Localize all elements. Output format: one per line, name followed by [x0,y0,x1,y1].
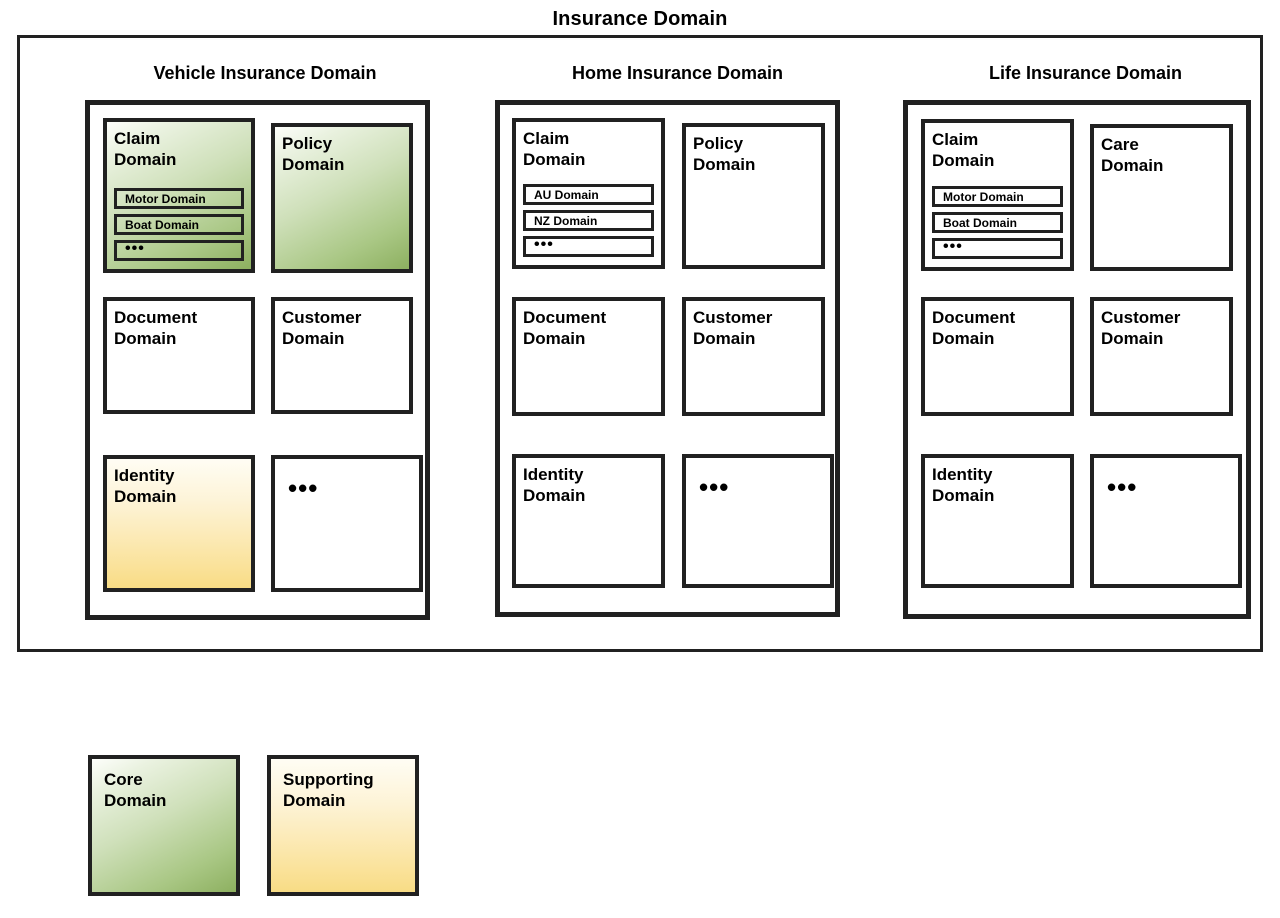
legend-core-label: Core Domain [104,770,167,811]
subdomain-more[interactable]: ••• [523,236,654,257]
column-title-home: Home Insurance Domain [571,63,784,83]
subdomain-list-home-claim: AU Domain NZ Domain ••• [523,184,654,257]
box-label: Identity Domain [114,466,177,507]
subdomain-label: Boat Domain [125,217,200,232]
box-label: Policy Domain [282,134,345,175]
ellipsis-icon: ••• [288,473,319,503]
box-vehicle-claim-domain[interactable]: Claim Domain Motor Domain Boat Domain ••… [103,118,255,273]
box-life-care-domain[interactable]: Care Domain [1090,124,1233,271]
panel-home-insurance: Claim Domain AU Domain NZ Domain ••• Pol… [495,100,840,617]
box-home-claim-domain[interactable]: Claim Domain AU Domain NZ Domain ••• [512,118,665,269]
page-title: Insurance Domain [552,8,728,30]
subdomain-boat[interactable]: Boat Domain [932,212,1063,233]
subdomain-list-life-claim: Motor Domain Boat Domain ••• [932,186,1063,259]
box-life-identity-domain[interactable]: Identity Domain [921,454,1074,588]
column-title-life: Life Insurance Domain [988,63,1183,83]
box-label: Claim Domain [114,129,177,170]
legend-core-domain: Core Domain [88,755,240,896]
box-home-identity-domain[interactable]: Identity Domain [512,454,665,588]
subdomain-label: AU Domain [534,187,599,202]
subdomain-label: Motor Domain [125,191,206,206]
box-vehicle-identity-domain[interactable]: Identity Domain [103,455,255,592]
box-home-document-domain[interactable]: Document Domain [512,297,665,416]
ellipsis-icon: ••• [534,235,554,253]
subdomain-motor[interactable]: Motor Domain [932,186,1063,207]
subdomain-motor[interactable]: Motor Domain [114,188,244,209]
insurance-domain-frame: Vehicle Insurance Domain Claim Domain Mo… [17,35,1263,652]
box-label: Policy Domain [693,134,756,175]
subdomain-label: Motor Domain [943,189,1024,204]
box-life-claim-domain[interactable]: Claim Domain Motor Domain Boat Domain ••… [921,119,1074,271]
subdomain-nz[interactable]: NZ Domain [523,210,654,231]
box-label: Document Domain [523,308,607,349]
box-label: Identity Domain [523,465,586,506]
ellipsis-icon: ••• [1107,472,1138,502]
box-life-more[interactable]: ••• [1090,454,1242,588]
legend: Core Domain Supporting Domain [0,745,1280,905]
box-label: Claim Domain [932,130,995,171]
legend-supporting-label: Supporting Domain [283,770,374,811]
box-home-policy-domain[interactable]: Policy Domain [682,123,825,269]
box-vehicle-policy-domain[interactable]: Policy Domain [271,123,413,273]
box-label: Customer Domain [282,308,362,349]
box-life-customer-domain[interactable]: Customer Domain [1090,297,1233,416]
ellipsis-icon: ••• [125,239,145,257]
box-label: Customer Domain [1101,308,1181,349]
box-label: Document Domain [932,308,1016,349]
box-label: Document Domain [114,308,198,349]
subdomain-list-vehicle-claim: Motor Domain Boat Domain ••• [114,188,244,261]
box-vehicle-customer-domain[interactable]: Customer Domain [271,297,413,414]
legend-supporting-domain: Supporting Domain [267,755,419,896]
subdomain-boat[interactable]: Boat Domain [114,214,244,235]
panel-vehicle-insurance: Claim Domain Motor Domain Boat Domain ••… [85,100,430,620]
column-title-vehicle: Vehicle Insurance Domain [153,63,377,83]
subdomain-label: NZ Domain [534,213,598,228]
box-vehicle-more[interactable]: ••• [271,455,423,592]
box-label: Customer Domain [693,308,773,349]
box-label: Identity Domain [932,465,995,506]
box-home-customer-domain[interactable]: Customer Domain [682,297,825,416]
subdomain-label: Boat Domain [943,215,1018,230]
box-home-more[interactable]: ••• [682,454,834,588]
box-vehicle-document-domain[interactable]: Document Domain [103,297,255,414]
panel-life-insurance: Claim Domain Motor Domain Boat Domain ••… [903,100,1251,619]
subdomain-au[interactable]: AU Domain [523,184,654,205]
ellipsis-icon: ••• [699,472,730,502]
box-label: Care Domain [1101,135,1164,176]
box-label: Claim Domain [523,129,586,170]
ellipsis-icon: ••• [943,237,963,255]
subdomain-more[interactable]: ••• [932,238,1063,259]
box-life-document-domain[interactable]: Document Domain [921,297,1074,416]
subdomain-more[interactable]: ••• [114,240,244,261]
